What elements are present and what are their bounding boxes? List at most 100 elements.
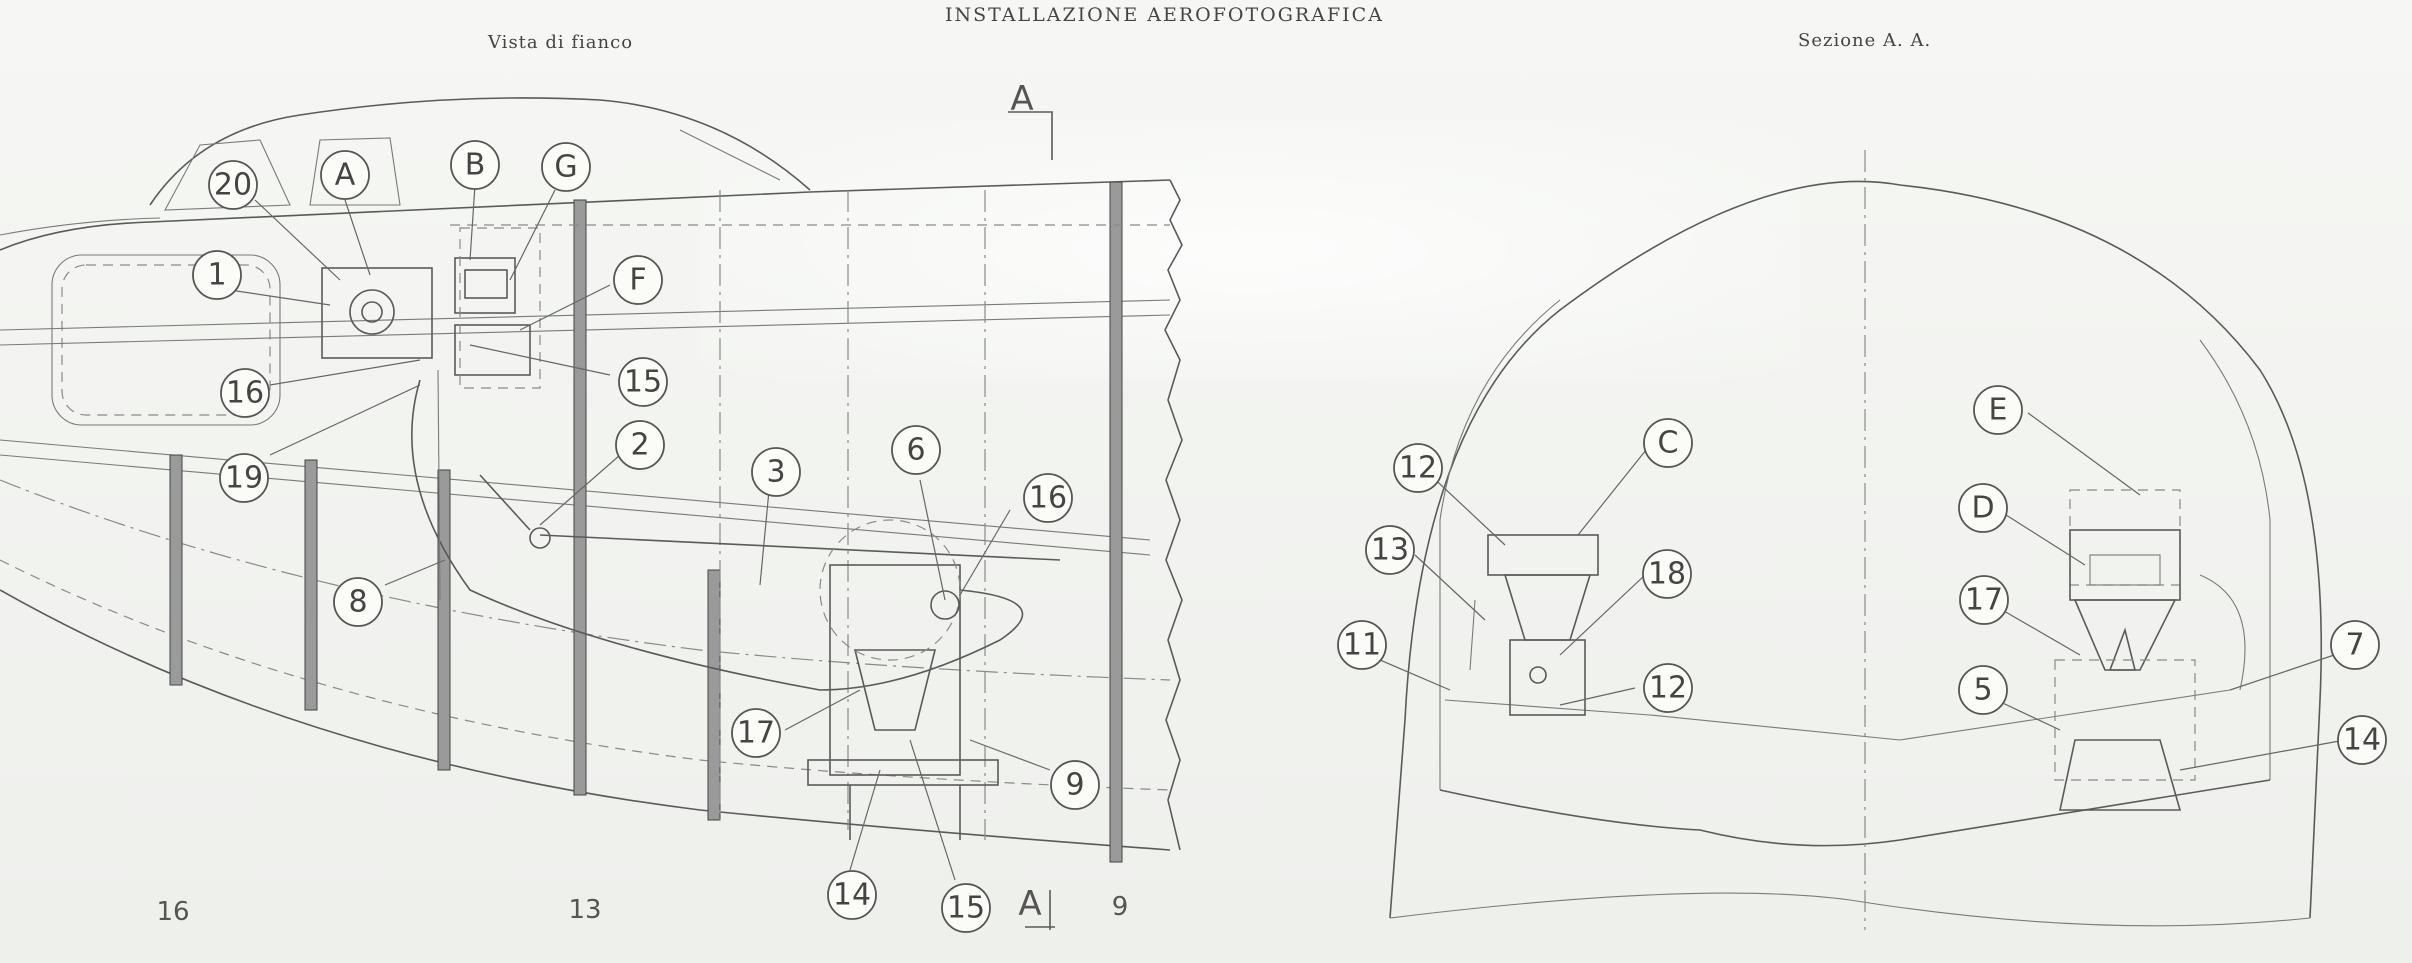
- section-floor: [1439, 779, 2271, 847]
- svg-text:3: 3: [766, 455, 785, 490]
- side-view-title: Vista di fianco: [488, 32, 634, 53]
- svg-text:E: E: [1989, 393, 2008, 428]
- camera-c-knob: [1529, 666, 1547, 684]
- camera-mount: [829, 564, 961, 776]
- callout-2: 2: [615, 420, 665, 470]
- svg-text:15: 15: [947, 891, 985, 926]
- svg-text:13: 13: [1371, 533, 1409, 568]
- svg-text:1: 1: [207, 258, 226, 293]
- callout-d: D: [1958, 483, 2008, 533]
- callout-g: G: [541, 142, 591, 192]
- door-window: [51, 254, 281, 426]
- callout-3: 3: [751, 447, 801, 497]
- callout-7: 7: [2330, 620, 2380, 670]
- inner-wall-left: [1439, 299, 1561, 790]
- camera-d-lens: [2108, 627, 2137, 671]
- callout-15b: 15: [941, 883, 991, 933]
- control-rod: [479, 474, 1061, 561]
- frame: [304, 459, 318, 711]
- camera-body: [853, 649, 937, 731]
- main-title: INSTALLAZIONE AEROFOTOGRAFICA: [945, 4, 1384, 26]
- svg-text:F: F: [629, 263, 646, 298]
- svg-text:18: 18: [1648, 557, 1686, 592]
- callout-6: 6: [891, 425, 941, 475]
- svg-text:20: 20: [214, 168, 252, 203]
- svg-text:15: 15: [624, 365, 662, 400]
- side-view-drawing: A A 16 13 9 20 A B G 1 F 16 15 19 2 3 6 …: [0, 79, 1183, 933]
- fuselage-top-inner: [0, 217, 161, 236]
- canopy-window: [309, 137, 401, 206]
- mount-legs: [849, 785, 961, 840]
- camera-c-top: [1487, 534, 1599, 576]
- callout-13: 13: [1365, 525, 1415, 575]
- svg-text:D: D: [1971, 491, 1994, 526]
- callout-a: A: [320, 150, 370, 200]
- section-floor-upper: [1444, 689, 2231, 741]
- callout-11: 11: [1337, 620, 1387, 670]
- svg-text:16: 16: [226, 376, 264, 411]
- camera-d: [2069, 529, 2181, 601]
- callout-20: 20: [208, 160, 258, 210]
- arm: [2199, 574, 2246, 691]
- section-outer-outline: [1389, 180, 2323, 919]
- mount-outline: [2054, 659, 2196, 781]
- callout-16: 16: [220, 368, 270, 418]
- callout-14: 14: [827, 870, 877, 920]
- section-arrow-top: [1008, 111, 1053, 160]
- section-bottom: [1389, 892, 2311, 927]
- camera-a: [321, 267, 433, 359]
- mount-outline: [459, 227, 541, 389]
- svg-text:6: 6: [906, 433, 925, 468]
- svg-text:14: 14: [833, 878, 871, 913]
- canopy-frame: [679, 129, 781, 181]
- svg-text:2: 2: [630, 428, 649, 463]
- magazine-e: [2069, 489, 2181, 586]
- callout-12b: 12: [1643, 663, 1693, 713]
- callout-18: 18: [1642, 549, 1692, 599]
- callout-f: F: [613, 255, 663, 305]
- svg-text:G: G: [554, 150, 577, 185]
- svg-text:8: 8: [348, 585, 367, 620]
- canopy-outline: [149, 97, 811, 206]
- svg-text:17: 17: [737, 716, 775, 751]
- frame-9: [1109, 181, 1123, 863]
- callout-14: 14: [2337, 715, 2387, 765]
- camera-d-window: [2089, 554, 2161, 586]
- svg-text:9: 9: [1065, 768, 1084, 803]
- svg-text:A: A: [335, 158, 356, 193]
- svg-text:16: 16: [1029, 481, 1067, 516]
- lever-pivot: [529, 527, 551, 549]
- camera-c-base: [1509, 639, 1586, 716]
- unit-f: [454, 324, 531, 376]
- camera-c-body: [1503, 574, 1592, 641]
- section-title: Sezione A. A.: [1798, 30, 1932, 51]
- mount-base: [807, 759, 999, 786]
- camera-a-lens: [349, 289, 395, 335]
- mount-base: [2059, 739, 2182, 811]
- frame: [707, 569, 721, 821]
- callout-5: 5: [1958, 665, 2008, 715]
- frame-13: [573, 199, 587, 796]
- canopy-window: [164, 139, 291, 211]
- swing-radius: [819, 519, 961, 661]
- inner-wall-right: [2199, 339, 2271, 780]
- cable: [411, 379, 1024, 691]
- callout-c: C: [1643, 418, 1693, 468]
- mount-pivot: [930, 590, 960, 620]
- station-16: 16: [156, 897, 189, 927]
- callout-15: 15: [618, 357, 668, 407]
- svg-text:B: B: [465, 148, 486, 183]
- camera-d-cone: [2073, 599, 2177, 671]
- leader-lines: [229, 184, 1051, 881]
- svg-text:C: C: [1658, 426, 1679, 461]
- callout-e: E: [1973, 385, 2023, 435]
- callout-19: 19: [219, 453, 269, 503]
- section-view-drawing: E C 12 D 13 18 17 11 7 12 5 14: [1337, 150, 2387, 930]
- cut-edge: [1164, 179, 1183, 851]
- section-arrow-bottom: [1025, 890, 1055, 930]
- callout-b: B: [450, 140, 500, 190]
- svg-text:5: 5: [1973, 673, 1992, 708]
- section-mark-a-top: A: [1010, 79, 1033, 119]
- frame-16: [169, 454, 183, 686]
